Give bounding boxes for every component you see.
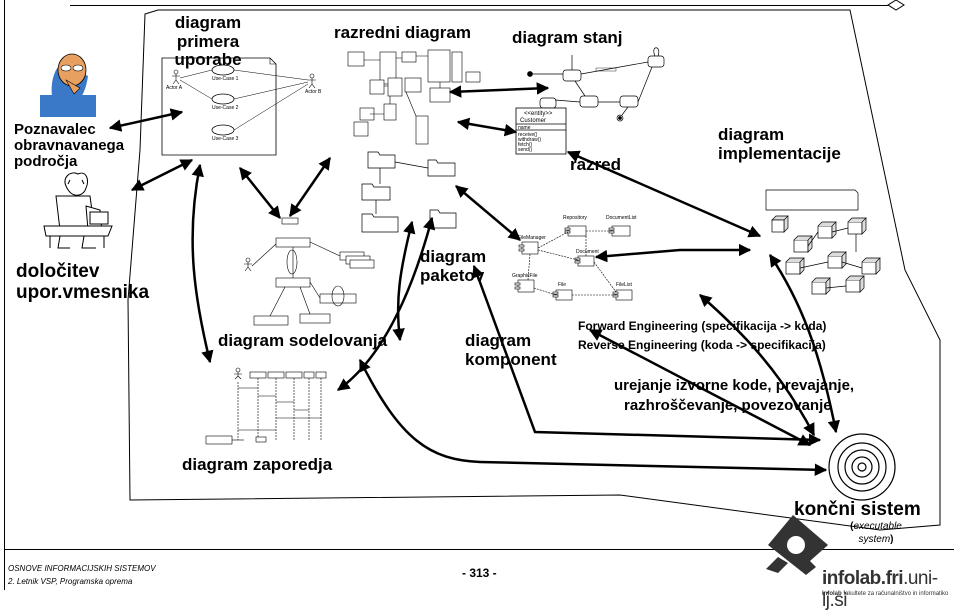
label-implementation-diagram: diagram implementacije [718,125,841,163]
executable-open-paren: ( [850,521,854,532]
state-diagram-thumbnail [527,47,665,122]
component-document-list: DocumentList [606,215,637,221]
class-name: Customer [520,118,546,124]
target-icon [828,433,896,501]
infolab-brand: infolab.fri.uni-lj.si [822,568,956,612]
use-case-actor-a: Actor A [166,85,183,91]
component-file-list: FileList [616,282,632,288]
label-reverse-engineering: Reverse Engineering (koda -> specifikaci… [578,338,826,352]
label-final-system: končni sistem [794,499,921,520]
brand-part-b: fri [885,568,904,589]
label-executable: (executable system) [846,520,906,546]
label-package-diagram: diagram paketov [420,247,487,285]
bottom-rule [4,549,954,550]
class-op1: receive() [518,132,538,138]
class-attr: name [518,125,531,131]
label-component-diagram: diagram komponent [465,331,557,369]
label-use-case-diagram: diagram primera uporabe [174,13,242,70]
brand-sub: fakultete za računalništvo in informatik… [841,591,949,597]
package-diagram-thumbnail [361,151,457,233]
label-code-editing: urejanje izvorne kode, prevajanje, [614,377,855,394]
sequence-diagram-thumbnail [205,367,327,445]
executable-close-paren: ) [890,534,894,545]
class-op2: withdraw() [518,137,541,143]
class-op3: fetch() [518,142,533,148]
label-domain-expert: Poznavalec obravnavanega področja [14,121,125,170]
label-ui-definition: določitev upor.vmesnika [16,261,150,303]
brand-part-a: infolab. [822,568,886,589]
component-graphic-file: GraphicFile [512,273,538,279]
label-sequence-diagram: diagram zaporedja [182,455,333,474]
page-number: - 313 - [462,566,497,580]
class-diagram-thumbnail [347,49,481,145]
use-case-actor-b: Actor B [305,89,322,95]
component-file: File [558,282,567,288]
label-class: razred [570,155,622,174]
footer-year: 2. Letnik VSP, Programska oprema [8,577,133,586]
executable-system-word: system [858,534,891,545]
infolab-subtitle: Infolab fakultete za računalništvo in in… [822,591,948,597]
component-document: Document [576,249,599,255]
use-case-2: Use-Case 2 [212,105,239,111]
label-class-diagram: razredni diagram [334,23,471,42]
executable-word: executable [853,521,902,532]
rule-end-diamond [887,0,905,11]
ui-designer-icon [43,172,113,249]
uml-boundary [127,9,941,531]
use-case-diagram-thumbnail [161,57,316,156]
arrows [108,82,840,476]
component-repository: Repository [563,215,587,221]
brand-sub-bold: Infolab [822,591,842,597]
collaboration-diagram-thumbnail [244,217,375,326]
infolab-logo-icon [766,515,828,575]
domain-expert-icon [40,53,96,117]
component-file-manager: FileManager [518,235,546,241]
label-forward-engineering: Forward Engineering (specifikacija -> ko… [578,319,827,333]
label-collaboration-diagram: diagram sodelovanja [218,331,388,350]
class-op4: send() [518,147,533,153]
footer-course: OSNOVE INFORMACIJSKIH SISTEMOV [8,564,156,573]
class-stereotype: <<entity>> [524,111,553,117]
top-rule [70,5,888,6]
use-case-1: Use-Case 1 [212,76,239,82]
class-box [515,107,567,155]
label-code-editing-2: razhroščevanje, povezovanje [624,397,832,414]
left-border [4,0,5,590]
label-state-diagram: diagram stanj [512,28,623,47]
use-case-3: Use-Case 3 [212,136,239,142]
